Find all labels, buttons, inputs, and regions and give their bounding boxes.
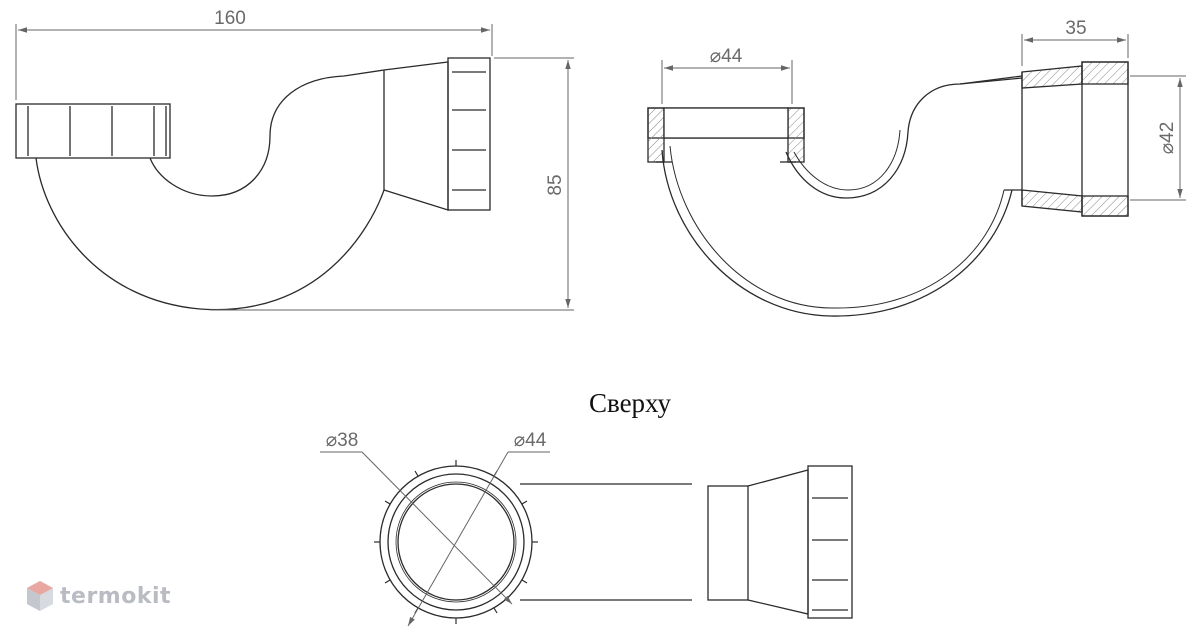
top-right-nut xyxy=(807,465,853,619)
top-dimensions xyxy=(320,451,550,627)
top-pipe-outer xyxy=(397,483,515,601)
outlet-length-label: 35 xyxy=(1065,18,1086,39)
outlet-diameter-label: ⌀42 xyxy=(1157,122,1178,155)
section-view xyxy=(647,61,1129,317)
hexagon-cube-icon xyxy=(27,581,53,611)
side-cone xyxy=(383,61,449,211)
inner-diameter-label: ⌀38 xyxy=(326,430,359,451)
section-outlet-nut xyxy=(1081,61,1129,217)
outer-diameter-label: ⌀44 xyxy=(514,430,547,451)
section-trap-body xyxy=(661,149,1013,317)
side-view xyxy=(15,57,491,311)
section-dimensions xyxy=(661,34,1186,201)
side-trap-body xyxy=(35,157,385,311)
length-dimension-label: 160 xyxy=(214,8,246,29)
side-right-nut xyxy=(447,57,491,211)
side-dimensions xyxy=(15,24,574,311)
side-left-nut xyxy=(15,103,171,159)
brand-name: termokit xyxy=(60,583,172,609)
height-dimension-label: 85 xyxy=(545,174,566,195)
top-pipe-inner xyxy=(395,481,517,603)
brand-logo: termokit xyxy=(26,580,171,612)
inlet-diameter-label: ⌀44 xyxy=(710,46,743,67)
top-view xyxy=(374,460,853,624)
top-view-title: Сверху xyxy=(589,388,672,418)
top-connector xyxy=(707,485,749,601)
